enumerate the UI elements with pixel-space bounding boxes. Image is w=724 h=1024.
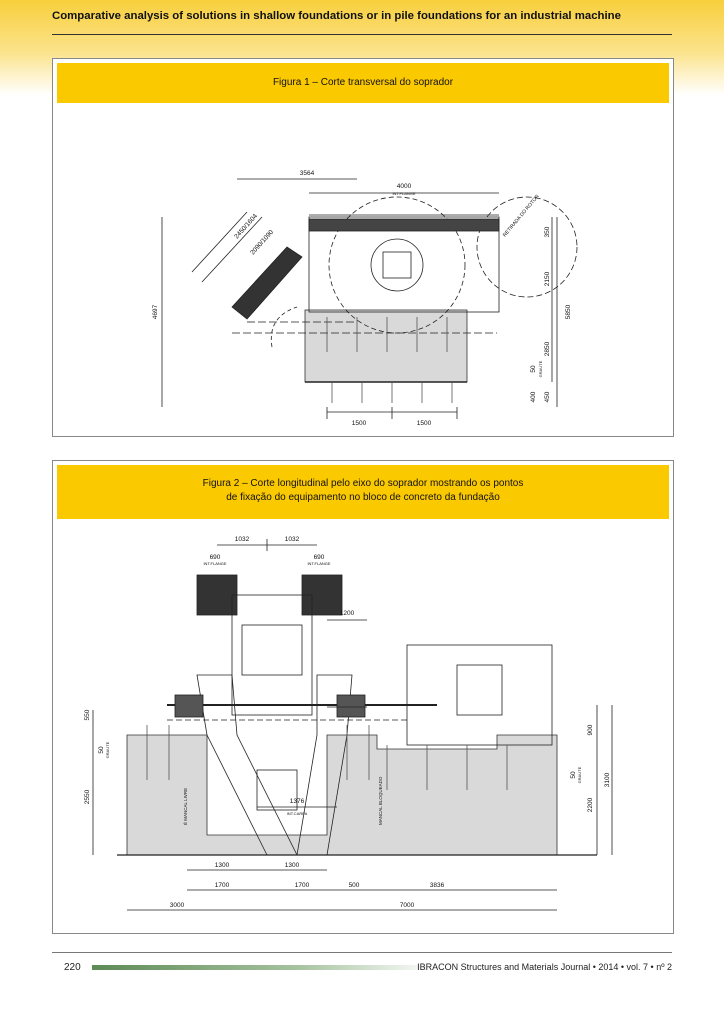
dim-2150: 2150 xyxy=(544,271,551,286)
dim-1700-a: 1700 xyxy=(215,882,230,889)
blower-housing xyxy=(308,216,500,313)
mancal-bloq-label: MANCAL BLOQUEADO xyxy=(378,776,383,825)
running-title: Comparative analysis of solutions in sha… xyxy=(52,10,621,22)
dim-1700-b: 1700 xyxy=(295,882,310,889)
inclined-panel xyxy=(231,246,303,320)
dim-450: 450 xyxy=(544,391,551,402)
dim-3564: 3564 xyxy=(300,170,315,177)
dim-1300-a: 1300 xyxy=(215,862,230,869)
graute-b: GRAUTE xyxy=(577,766,582,783)
figure-2-caption-line-1: Figura 2 – Corte longitudinal pelo eixo … xyxy=(202,478,524,489)
retirada-label: RETIRADA DO ROTOR xyxy=(502,193,541,238)
dim-500: 500 xyxy=(349,882,360,889)
figure-1-caption: Figura 1 – Corte transversal do soprador xyxy=(272,77,454,88)
dim-1300-b: 1300 xyxy=(285,862,300,869)
dim-2200: 2200 xyxy=(587,797,594,812)
header-rule xyxy=(52,34,672,35)
figure-2-drawing: 1032 1032 690 INT.FLANGE 690 INT.FLANGE … xyxy=(57,525,669,929)
bearing-right xyxy=(336,694,366,718)
hub xyxy=(382,251,412,279)
dim-3000: 3000 xyxy=(170,902,185,909)
dim-50-b: 50 xyxy=(570,771,577,779)
dim-1500-a: 1500 xyxy=(352,420,367,427)
dim-1376: 1376 xyxy=(290,798,305,805)
dim-690-a: 690 xyxy=(210,554,221,561)
figure-1: Figura 1 – Corte transversal do soprador xyxy=(52,58,674,437)
flange-left xyxy=(196,574,238,616)
dim-2850: 2850 xyxy=(544,341,551,356)
figure-2-svg: 1032 1032 690 INT.FLANGE 690 INT.FLANGE … xyxy=(84,536,613,911)
dim-1032-b: 1032 xyxy=(285,536,300,543)
motor-box xyxy=(456,664,503,716)
figure-2: Figura 2 – Corte longitudinal pelo eixo … xyxy=(52,460,674,934)
dim-5850: 5850 xyxy=(565,304,572,319)
figure-1-svg: 3564 4000 INT.FLANGE 2450/1604 2090/1090… xyxy=(152,170,578,427)
concrete-block xyxy=(126,734,558,856)
page-number: 220 xyxy=(64,962,81,973)
intcarpa: INT.CARPA xyxy=(287,811,308,816)
dim-50: 50 xyxy=(530,365,537,373)
footer-gradient-bar xyxy=(92,965,437,970)
dim-1200: 1200 xyxy=(340,610,355,617)
blower-casing xyxy=(231,594,313,716)
dim-2450: 2450/1604 xyxy=(233,213,259,241)
dim-4697: 4697 xyxy=(152,304,159,319)
dim-intflange: INT.FLANGE xyxy=(392,191,415,196)
rotor-path xyxy=(476,196,578,298)
bearing-left xyxy=(174,694,204,718)
dim-3836: 3836 xyxy=(430,882,445,889)
concrete-block xyxy=(304,309,468,383)
blower-left-leg xyxy=(196,674,298,856)
dim-550: 550 xyxy=(84,709,91,720)
figure-2-caption-line-2: de fixação do equipamento no bloco de co… xyxy=(226,492,500,503)
dim-1500-b: 1500 xyxy=(417,420,432,427)
inlet-box xyxy=(256,769,298,811)
dim-900: 900 xyxy=(587,724,594,735)
dim-graute: GRAUTE xyxy=(538,360,543,377)
figure-2-caption-band: Figura 2 – Corte longitudinal pelo eixo … xyxy=(57,465,669,519)
mancal-livre-label: Ê MANCAL LIVRE xyxy=(181,788,188,825)
figure-1-caption-band: Figura 1 – Corte transversal do soprador xyxy=(57,63,669,103)
dim-1032-a: 1032 xyxy=(235,536,250,543)
dim-7000: 7000 xyxy=(400,902,415,909)
dim-50-a: 50 xyxy=(98,746,105,754)
motor-body xyxy=(406,644,553,746)
top-flange xyxy=(308,218,500,232)
dim-3100: 3100 xyxy=(604,772,611,787)
journal-citation: IBRACON Structures and Materials Journal… xyxy=(417,962,672,972)
dim-400: 400 xyxy=(530,391,537,402)
intflange-b: INT.FLANGE xyxy=(307,561,330,566)
dim-690-b: 690 xyxy=(314,554,325,561)
footer-rule xyxy=(52,952,672,953)
dim-350: 350 xyxy=(544,226,551,237)
graute-a: GRAUTE xyxy=(105,741,110,758)
dim-2550: 2550 xyxy=(84,789,91,804)
shaft-circle xyxy=(370,238,424,292)
intflange-a: INT.FLANGE xyxy=(203,561,226,566)
figure-1-drawing: 3564 4000 INT.FLANGE 2450/1604 2090/1090… xyxy=(57,107,669,431)
dim-4000: 4000 xyxy=(397,183,412,190)
dim-2090: 2090/1090 xyxy=(249,229,275,257)
